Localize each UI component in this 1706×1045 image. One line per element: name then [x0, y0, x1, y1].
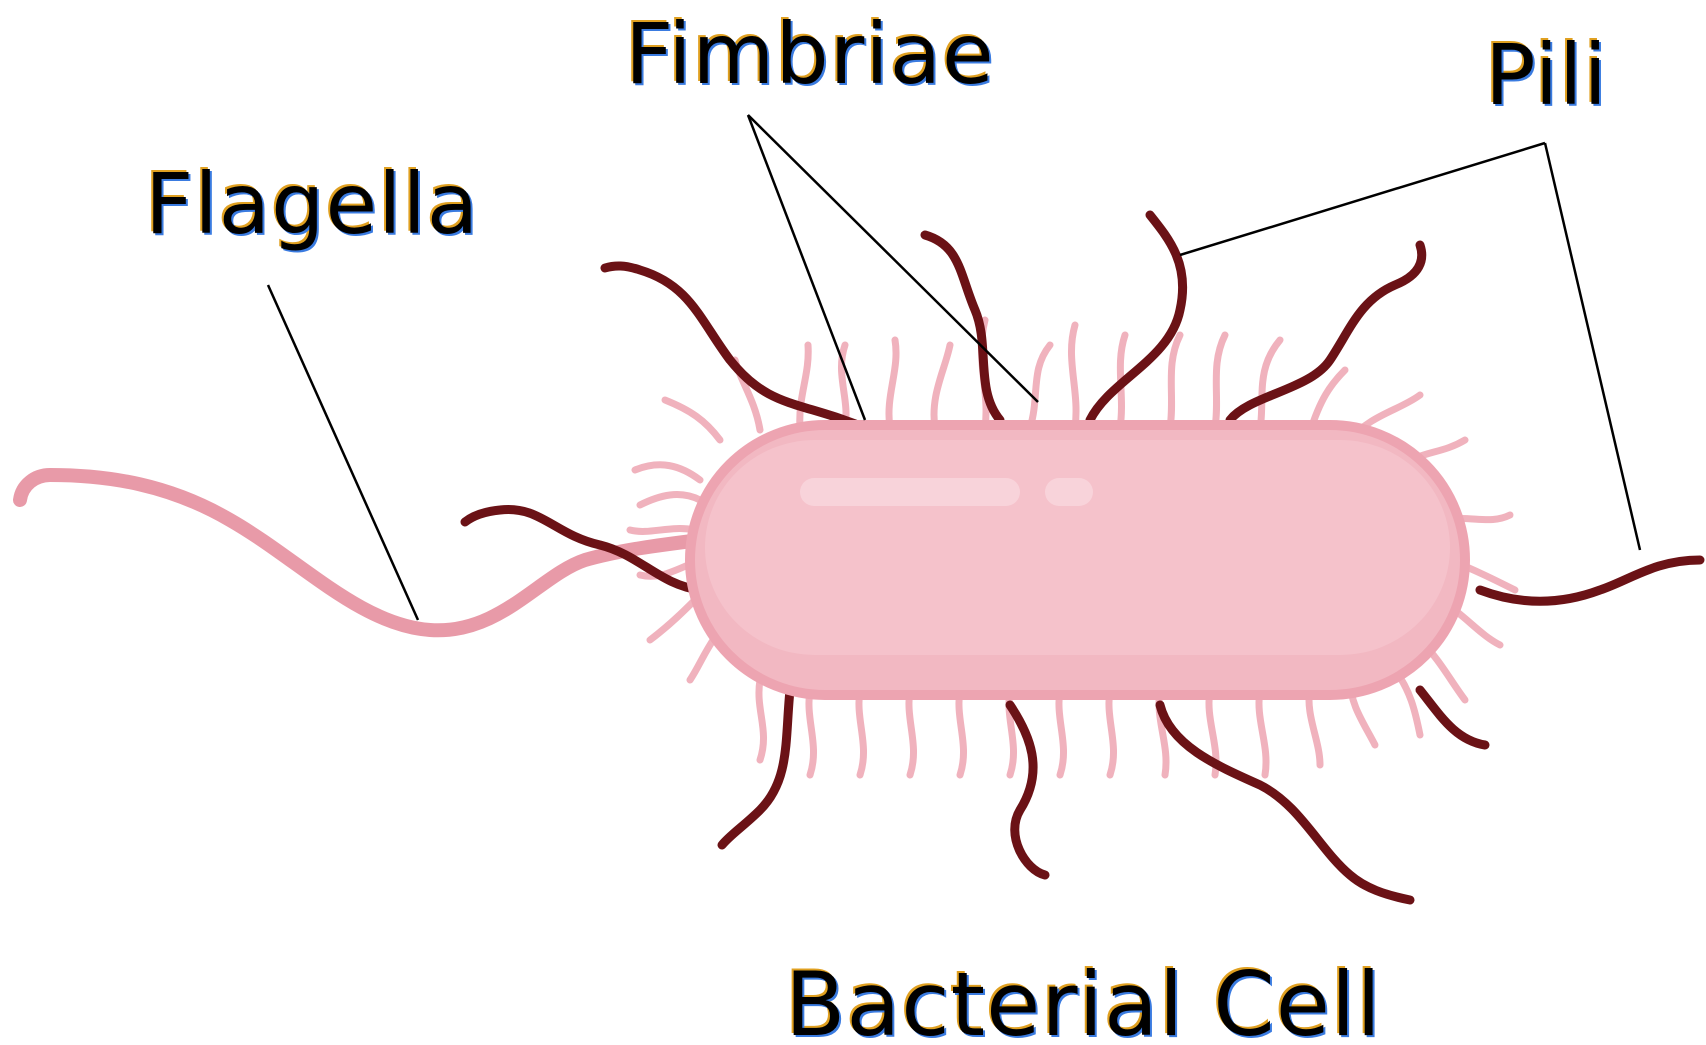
- pilus: [1010, 705, 1045, 875]
- fimbria: [1109, 690, 1114, 775]
- diagram-title-group: Bacterial Cell Bacterial Cell Bacterial …: [783, 951, 1384, 1045]
- fimbria: [889, 340, 896, 428]
- label-fimbriae: Fimbriae: [625, 5, 995, 103]
- fimbria: [1260, 340, 1280, 430]
- label-pili-group: Pili Pili Pili: [1483, 24, 1610, 126]
- cell-highlight-small: [1045, 478, 1093, 506]
- diagram-title: Bacterial Cell: [785, 953, 1382, 1045]
- fimbria: [959, 690, 964, 775]
- pili-leader-line-1: [1180, 143, 1545, 255]
- pilus: [1480, 560, 1700, 601]
- fimbria: [635, 465, 700, 480]
- pilus: [1420, 690, 1485, 745]
- fimbria: [640, 495, 700, 505]
- pilus: [722, 690, 790, 845]
- fimbria: [1259, 690, 1266, 775]
- flagella-leader-line: [268, 285, 418, 620]
- fimbria: [759, 680, 764, 760]
- fimbria: [630, 529, 695, 532]
- fimbria: [809, 690, 814, 775]
- label-flagella-group: Flagella Flagella Flagella: [143, 153, 481, 255]
- fimbria: [859, 690, 864, 775]
- fimbria: [1170, 335, 1180, 428]
- fimbria: [800, 345, 808, 428]
- fimbria: [1030, 345, 1050, 428]
- flagellum: [20, 475, 700, 630]
- pilus: [605, 266, 870, 430]
- fimbria: [934, 345, 950, 428]
- cell-highlight: [800, 478, 1020, 506]
- cell-body: [690, 425, 1465, 695]
- pili-leader-line-2: [1545, 143, 1640, 550]
- label-fimbriae-group: Fimbriae Fimbriae Fimbriae: [623, 3, 997, 105]
- fimbria: [665, 400, 720, 440]
- fimbria: [1215, 335, 1225, 428]
- fimbria: [1059, 690, 1064, 775]
- cell-inner: [705, 440, 1450, 655]
- fimbria: [909, 690, 914, 775]
- fimbria: [1071, 325, 1076, 428]
- label-pili: Pili: [1485, 26, 1608, 124]
- label-flagella: Flagella: [145, 155, 479, 253]
